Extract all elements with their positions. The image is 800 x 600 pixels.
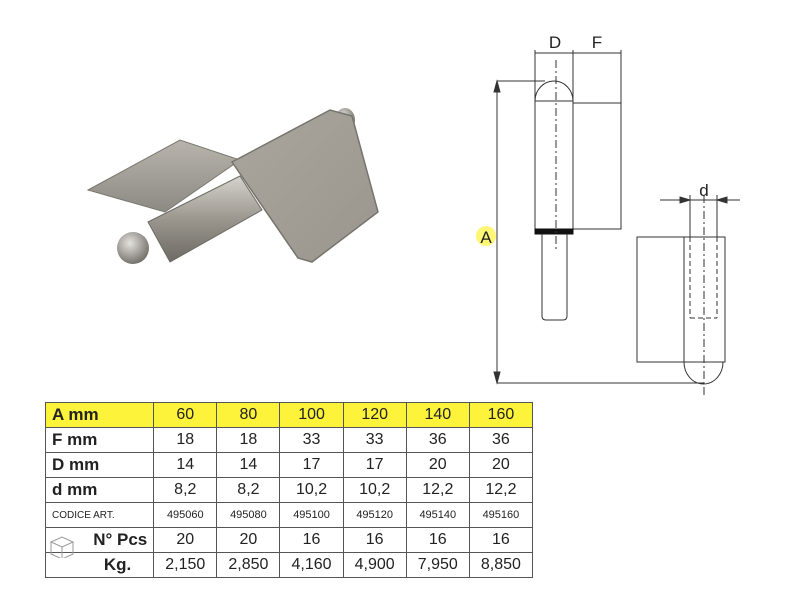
cell: 495080 bbox=[216, 502, 281, 528]
cell: 20 bbox=[405, 452, 470, 478]
cell: 18 bbox=[216, 427, 281, 453]
cell: 495100 bbox=[279, 502, 344, 528]
cell: 2,150 bbox=[153, 552, 218, 578]
cell: 2,850 bbox=[216, 552, 281, 578]
cell: 17 bbox=[342, 452, 407, 478]
cell: 14 bbox=[216, 452, 281, 478]
cell: 8,2 bbox=[216, 477, 281, 503]
cell: 18 bbox=[153, 427, 218, 453]
cell: 36 bbox=[468, 427, 534, 453]
cell: 20 bbox=[153, 527, 218, 553]
cell: 8,2 bbox=[153, 477, 218, 503]
row-header: F mm bbox=[44, 427, 155, 453]
cell: 16 bbox=[405, 527, 470, 553]
row-header: N° Pcs bbox=[44, 527, 155, 558]
dimension-label-D: D bbox=[549, 33, 561, 52]
cell: 33 bbox=[279, 427, 344, 453]
cell: 16 bbox=[279, 527, 344, 553]
dimension-label-d: d bbox=[699, 181, 708, 200]
cell: 16 bbox=[342, 527, 407, 553]
pieces-label: N° Pcs bbox=[93, 530, 148, 549]
cell: 8,850 bbox=[468, 552, 534, 578]
cell: 16 bbox=[468, 527, 534, 553]
dimension-label-a: A bbox=[480, 228, 492, 247]
box-icon bbox=[49, 536, 75, 558]
cell: 20 bbox=[216, 527, 281, 553]
cell: 120 bbox=[342, 402, 407, 428]
row-header: Kg. bbox=[44, 552, 155, 578]
cell: 100 bbox=[279, 402, 344, 428]
cell: 4,900 bbox=[342, 552, 407, 578]
cell: 140 bbox=[405, 402, 470, 428]
cell: 12,2 bbox=[468, 477, 534, 503]
cell: 80 bbox=[216, 402, 281, 428]
row-header: D mm bbox=[44, 452, 155, 478]
cell: 20 bbox=[468, 452, 534, 478]
cell: 12,2 bbox=[405, 477, 470, 503]
row-header: d mm bbox=[44, 477, 155, 503]
cell: 36 bbox=[405, 427, 470, 453]
row-header: A mm bbox=[44, 402, 155, 428]
row-header: CODICE ART. bbox=[44, 502, 155, 528]
cell: 7,950 bbox=[405, 552, 470, 578]
cell: 14 bbox=[153, 452, 218, 478]
cell: 17 bbox=[279, 452, 344, 478]
cell: 60 bbox=[153, 402, 218, 428]
cell: 495140 bbox=[405, 502, 470, 528]
cell: 10,2 bbox=[279, 477, 344, 503]
hinge-photo bbox=[86, 108, 379, 264]
cell: 495060 bbox=[153, 502, 218, 528]
cell: 4,160 bbox=[279, 552, 344, 578]
cell: 160 bbox=[468, 402, 534, 428]
technical-drawing: A D F d bbox=[476, 33, 740, 396]
cell: 495120 bbox=[342, 502, 407, 528]
dimension-label-F: F bbox=[592, 33, 602, 52]
cell: 495160 bbox=[468, 502, 534, 528]
cell: 10,2 bbox=[342, 477, 407, 503]
cell: 33 bbox=[342, 427, 407, 453]
